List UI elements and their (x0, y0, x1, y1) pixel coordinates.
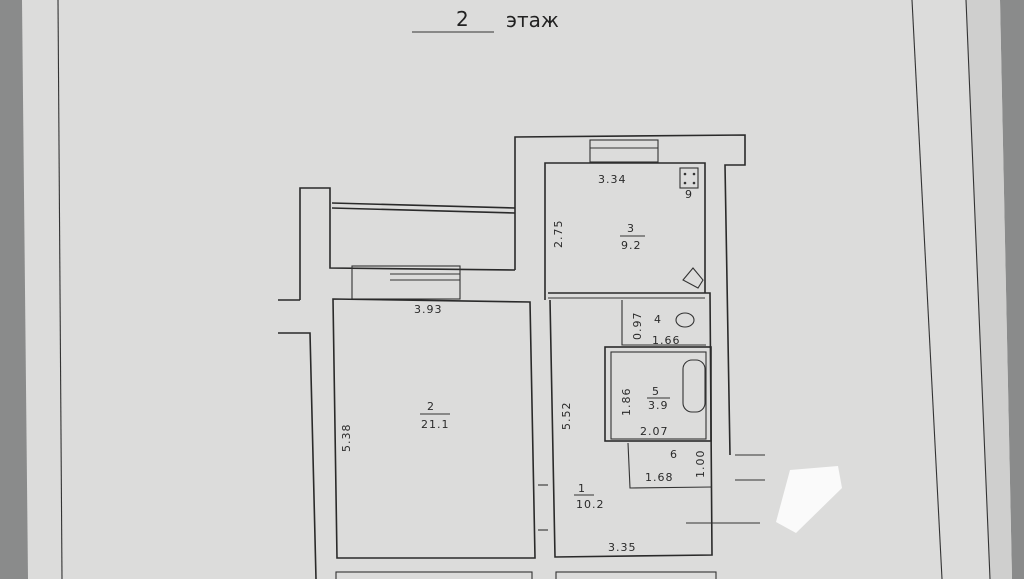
svg-text:5.52: 5.52 (560, 402, 573, 431)
stove-icon (679, 167, 699, 189)
margin-line-left (57, 0, 63, 579)
redaction-mark (776, 466, 842, 533)
svg-text:10.2: 10.2 (576, 498, 605, 511)
paper-sheet (22, 0, 1012, 579)
room-3: 3 9.2 2.75 3.34 (552, 173, 645, 252)
stove-label: 9 (685, 188, 693, 201)
svg-text:5.38: 5.38 (340, 424, 353, 453)
svg-text:2.07: 2.07 (640, 425, 669, 438)
floor-word: этаж (506, 8, 559, 32)
room-5: 5 3.9 1.86 2.07 (620, 385, 670, 438)
svg-text:1: 1 (578, 482, 586, 495)
margin-line-right (911, 0, 943, 579)
svg-text:3.93: 3.93 (414, 303, 443, 316)
svg-text:21.1: 21.1 (421, 418, 450, 431)
walls (278, 134, 765, 579)
bathtub-icon (682, 359, 706, 413)
svg-text:2.75: 2.75 (552, 220, 565, 249)
svg-text:9.2: 9.2 (621, 239, 642, 252)
room-2: 2 21.1 5.38 3.93 (340, 303, 450, 452)
svg-text:1.86: 1.86 (620, 388, 633, 417)
svg-text:5: 5 (652, 385, 660, 398)
svg-text:1.00: 1.00 (694, 450, 707, 479)
svg-text:1.66: 1.66 (652, 334, 681, 347)
room-4: 4 0.97 1.66 (631, 312, 681, 348)
svg-text:0.97: 0.97 (631, 312, 644, 341)
floor-number: 2 (456, 7, 469, 31)
sink-icon (682, 267, 704, 289)
svg-text:3.35: 3.35 (608, 541, 637, 554)
room-6: 6 1.00 1.68 (645, 448, 707, 484)
svg-text:1.68: 1.68 (645, 471, 674, 484)
svg-text:6: 6 (670, 448, 678, 461)
toilet-icon (675, 312, 695, 328)
svg-text:3.34: 3.34 (598, 173, 627, 186)
room-1: 1 10.2 5.52 3.35 (560, 402, 637, 555)
svg-text:3.9: 3.9 (648, 399, 669, 412)
svg-text:3: 3 (627, 222, 635, 235)
svg-text:2: 2 (427, 400, 435, 413)
svg-text:4: 4 (654, 313, 662, 326)
